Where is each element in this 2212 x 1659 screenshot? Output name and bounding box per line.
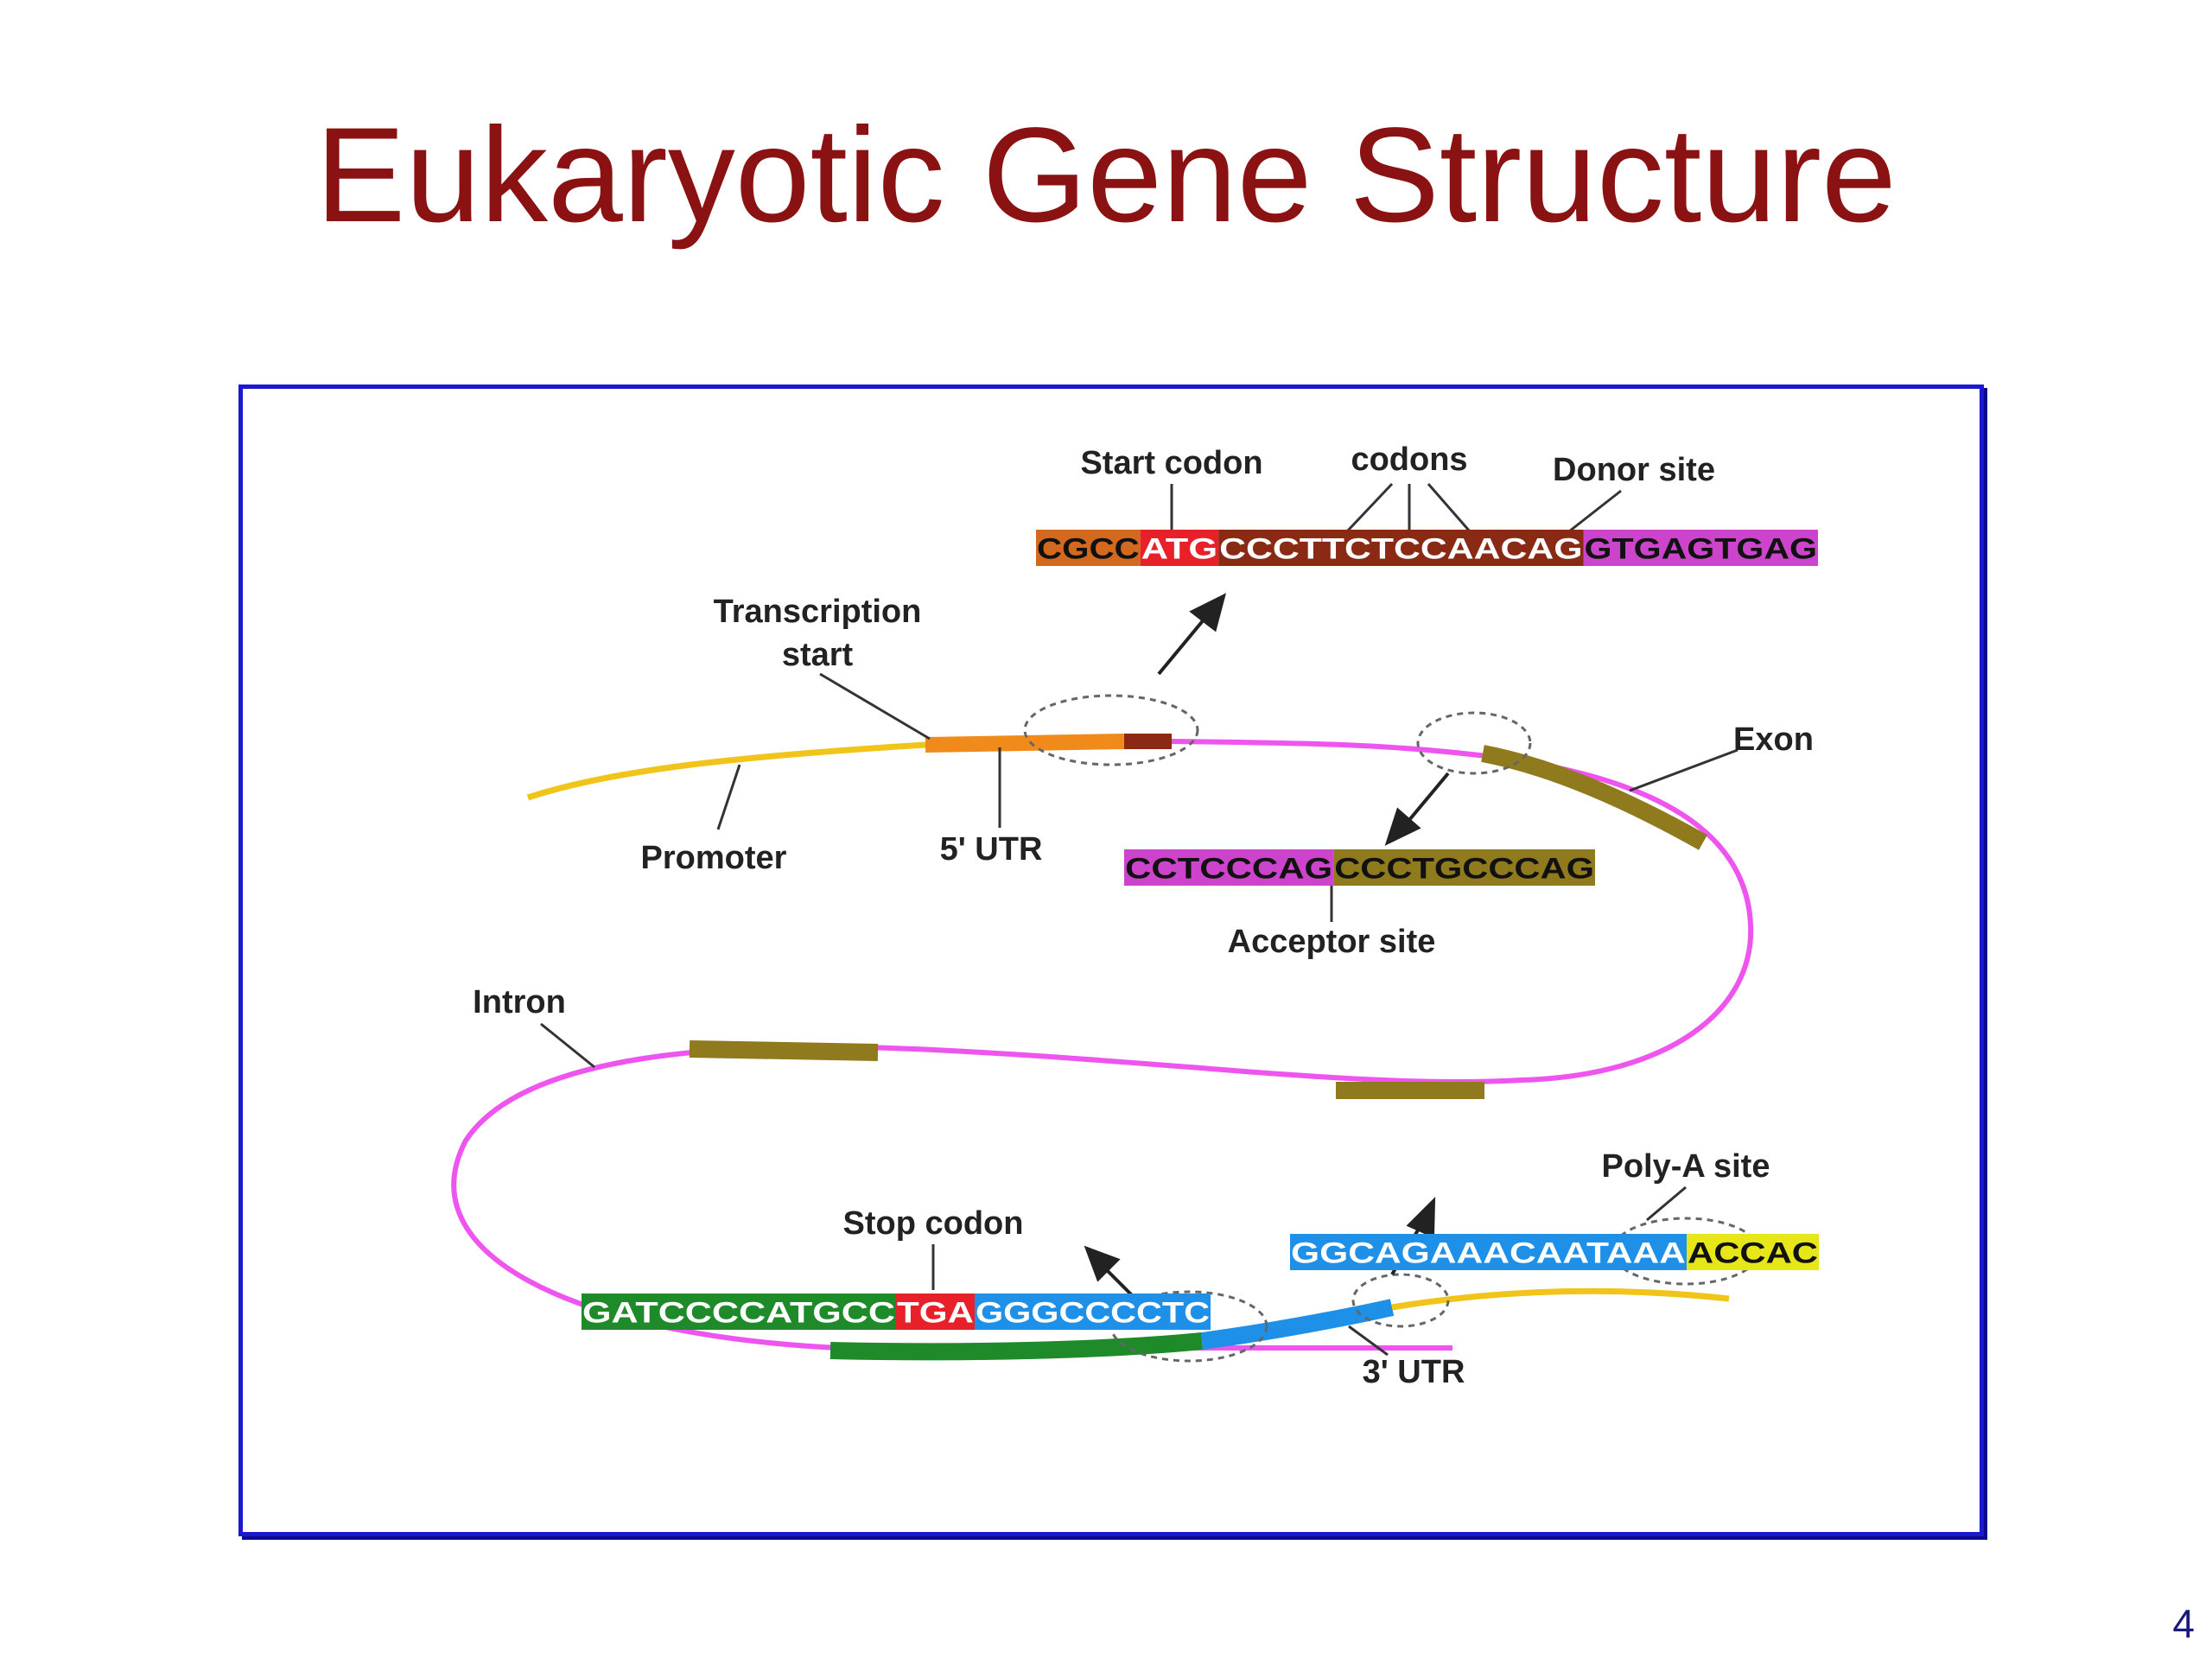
intron-label: Intron [473, 984, 566, 1020]
page-number: 4 [2172, 1601, 2195, 1646]
stop-segment-text-0: GATCCCCATGCC [582, 1297, 895, 1330]
transcription-start-label-line1: Transcription [714, 594, 922, 630]
utr3-label: 3' UTR [1363, 1354, 1465, 1390]
poly_a-segment-bg-0 [1290, 1234, 1687, 1270]
gene-structure-diagram: Start codon codons Donor site Transcript… [451, 442, 1819, 1390]
start-codon-oval [1023, 694, 1199, 766]
poly-a-site-leader [1646, 1185, 1687, 1222]
acceptor-segment-bg-1 [1333, 849, 1595, 886]
poly-a-arrowhead [1406, 1197, 1436, 1239]
transcription-start-leader [819, 672, 931, 741]
stop-codon-label: Stop codon [843, 1205, 1024, 1242]
transcription-start-label-line2: start [782, 637, 854, 673]
donor-site-leader [1568, 489, 1622, 533]
start-codon-label: Start codon [1080, 445, 1262, 481]
donor-segment-text-3: GTGAGTGAG [1585, 533, 1818, 566]
donor-site-label: Donor site [1553, 452, 1715, 488]
downstream-strand [1391, 1287, 1730, 1311]
donor-segment-text-0: CGCC [1037, 533, 1140, 566]
promoter-leader [716, 764, 741, 830]
acceptor-arrowhead [1384, 807, 1421, 846]
donor-segment-bg-0 [1036, 530, 1141, 566]
utr3-leader [1348, 1325, 1389, 1357]
codons-label: codons [1351, 442, 1467, 478]
acceptor-arrow [1403, 772, 1450, 827]
acceptor-segment-text-1: CCCTGCCCAG [1334, 853, 1594, 886]
stop-segment-text-2: GGGCCCCTC [976, 1297, 1210, 1330]
stop-segment-bg-2 [975, 1294, 1211, 1330]
acceptor-segment-bg-0 [1124, 849, 1334, 886]
donor-segment-bg-2 [1218, 530, 1584, 566]
slide-title: Eukaryotic Gene Structure [315, 100, 1897, 251]
codons-leader-1 [1345, 482, 1394, 533]
poly_a-segment-bg-1 [1687, 1234, 1819, 1270]
donor-segment-bg-1 [1140, 530, 1219, 566]
gene-structure-figure: Start codon codons Donor site Transcript… [238, 385, 1984, 1536]
acceptor-segment-text-0: CCTCCCAG [1125, 853, 1332, 886]
utr5-segment [925, 734, 1125, 753]
start-codon-arrowhead [1189, 593, 1227, 632]
exon-2 [689, 1040, 879, 1061]
stop-segment-bg-1 [896, 1294, 975, 1330]
poly-a-strand-oval [1351, 1273, 1450, 1328]
intron-leader [540, 1022, 595, 1069]
stop-segment-text-1: TGA [897, 1297, 974, 1330]
donor-segment-text-1: ATG [1141, 533, 1218, 566]
acceptor-site-label: Acceptor site [1228, 924, 1436, 960]
codons-leader-3 [1427, 483, 1471, 532]
exon-1 [1481, 745, 1707, 850]
stop-segment-bg-0 [582, 1294, 896, 1330]
utr5-label: 5' UTR [940, 831, 1043, 868]
acceptor-oval [1416, 711, 1532, 775]
donor-segment-bg-3 [1583, 530, 1818, 566]
exon-label: Exon [1733, 721, 1814, 758]
poly_a-segment-text-0: GGCAGAAACAATAAA [1291, 1237, 1686, 1270]
utr3-segment [1200, 1299, 1395, 1350]
exon-leader [1629, 748, 1738, 792]
promoter-strand [526, 741, 926, 801]
start-codon-arrow [1157, 612, 1211, 676]
promoter-label: Promoter [641, 840, 787, 876]
stop-codon-arrowhead [1084, 1245, 1121, 1282]
coding-end-segment [830, 1332, 1203, 1361]
poly-a-site-label: Poly-A site [1602, 1148, 1770, 1185]
poly_a-segment-text-1: ACCAC [1688, 1237, 1818, 1270]
donor-segment-text-2: CCCTTCTCCAACAG [1219, 533, 1582, 566]
